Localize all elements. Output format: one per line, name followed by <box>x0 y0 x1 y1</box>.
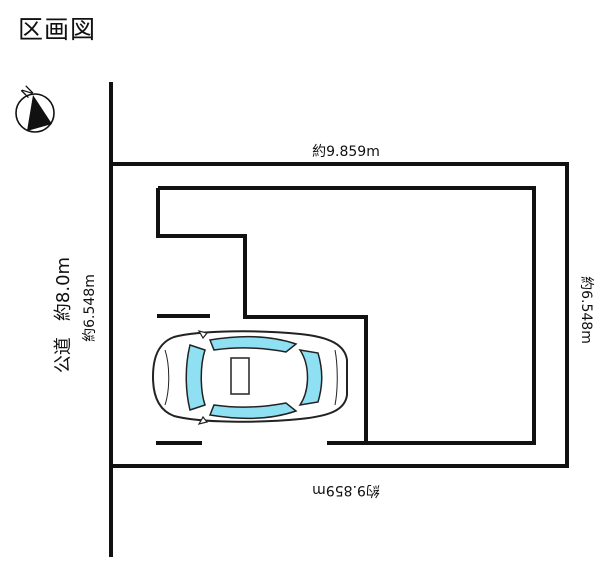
page-title: 区画図 <box>18 15 97 44</box>
lot-outline <box>109 162 569 468</box>
road-label: 公道 <box>53 337 74 373</box>
svg-text:公道約8.0m: 公道 約8.0m <box>53 257 74 373</box>
car-icon <box>151 330 348 425</box>
dimension-bottom: 約9.859m <box>312 482 380 498</box>
north-arrow-icon: N <box>15 83 55 133</box>
dimension-top: 約9.859m <box>312 144 380 160</box>
building-outline <box>156 186 536 445</box>
road-width: 約8.0m <box>53 257 74 321</box>
dimension-right: 約6.548m <box>578 276 594 344</box>
dimension-left: 約6.548m <box>82 274 98 342</box>
